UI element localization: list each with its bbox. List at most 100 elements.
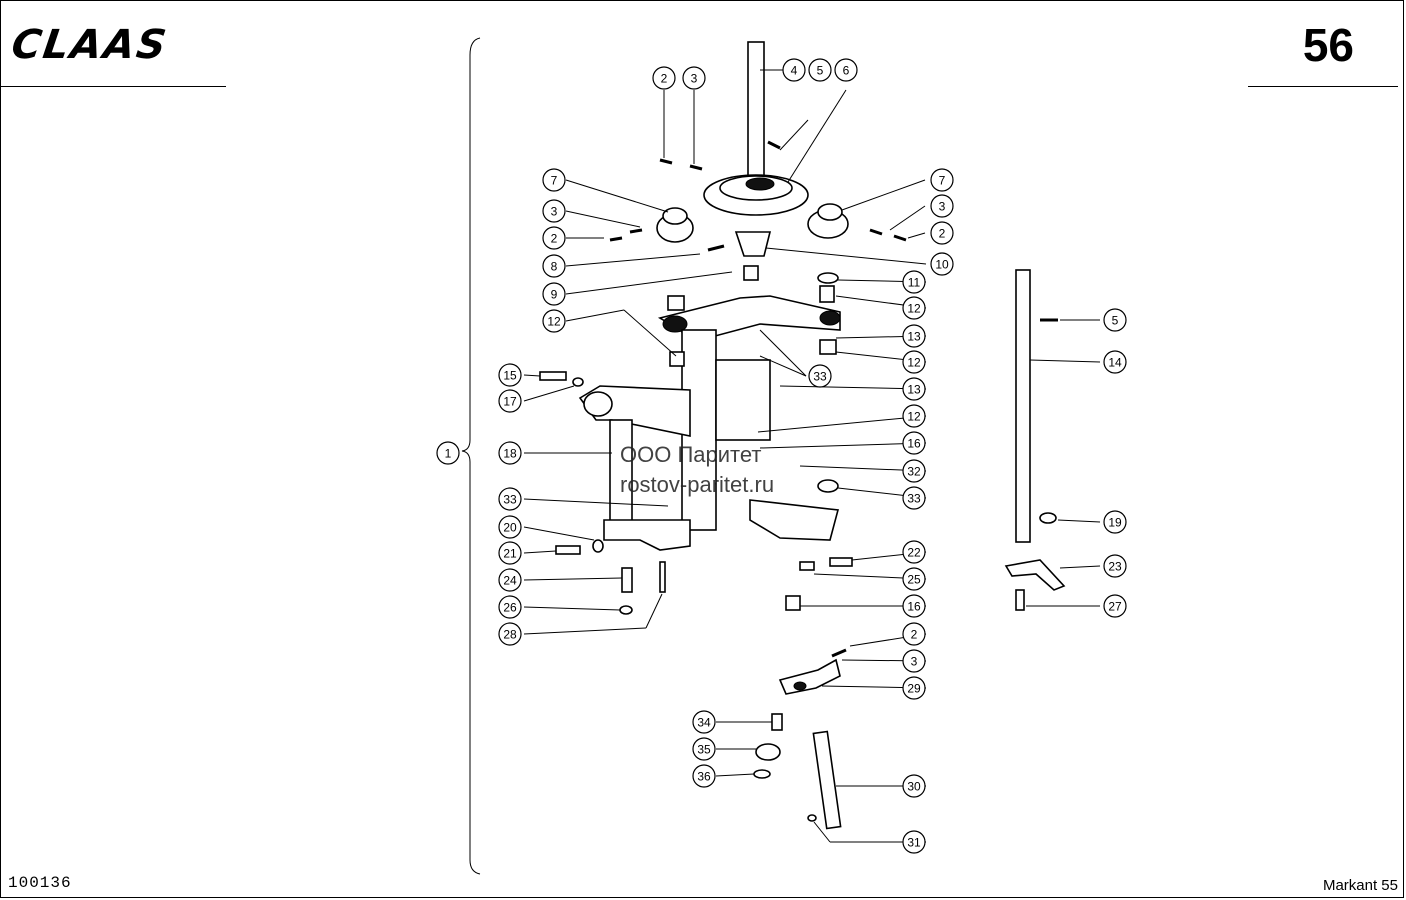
callout-label: 7 xyxy=(939,174,946,188)
pin-30 xyxy=(812,730,842,830)
callout-label: 16 xyxy=(907,437,921,451)
callout-13: 13 xyxy=(902,377,926,401)
callout-label: 11 xyxy=(908,276,921,290)
screw-34 xyxy=(771,713,783,731)
bushing-12-mid xyxy=(669,351,685,367)
callout-label: 35 xyxy=(697,743,711,757)
callout-label: 25 xyxy=(907,573,921,587)
callout-label: 2 xyxy=(661,72,668,86)
callout-34: 34 xyxy=(692,710,716,734)
washer-11 xyxy=(817,272,839,284)
callout-label: 28 xyxy=(503,628,517,642)
callout-label: 7 xyxy=(551,174,558,188)
cam-23 xyxy=(1004,559,1066,591)
callout-33: 33 xyxy=(808,364,832,388)
callout-label: 1 xyxy=(445,447,452,461)
callout-label: 2 xyxy=(551,232,558,246)
callout-24: 24 xyxy=(498,568,522,592)
watermark-line-2: rostov-paritet.ru xyxy=(620,472,775,497)
page-number: 56 xyxy=(1302,19,1354,71)
callout-7: 7 xyxy=(542,168,566,192)
clip-19 xyxy=(1039,512,1057,524)
bolt-22 xyxy=(829,557,853,567)
bushing-12-left xyxy=(667,295,685,311)
callout-19: 19 xyxy=(1103,510,1127,534)
washer-33 xyxy=(817,479,839,493)
callout-18: 18 xyxy=(498,441,522,465)
callout-17: 17 xyxy=(498,389,522,413)
callout-12: 12 xyxy=(902,350,926,374)
callout-2: 2 xyxy=(930,221,954,245)
callout-10: 10 xyxy=(930,252,954,276)
header-rule-right xyxy=(1248,86,1398,87)
callout-label: 32 xyxy=(907,465,921,479)
bolt-21 xyxy=(555,545,581,555)
callout-label: 14 xyxy=(1108,356,1122,370)
callout-5: 5 xyxy=(1103,308,1127,332)
washer-17 xyxy=(572,377,584,387)
callout-23: 23 xyxy=(1103,554,1127,578)
header-rule-left xyxy=(0,86,226,87)
sprocket-7-left xyxy=(656,207,694,243)
callout-label: 22 xyxy=(907,546,921,560)
bushing-16 xyxy=(785,595,801,611)
callout-5: 5 xyxy=(808,58,832,82)
callout-9: 9 xyxy=(542,282,566,306)
shaft-14 xyxy=(1015,269,1031,543)
callout-label: 15 xyxy=(503,369,517,383)
callout-label: 27 xyxy=(1108,600,1122,614)
clip-36 xyxy=(753,769,771,779)
callout-label: 3 xyxy=(691,72,698,86)
callout-label: 2 xyxy=(911,628,918,642)
callout-14: 14 xyxy=(1103,350,1127,374)
callout-label: 4 xyxy=(791,64,798,78)
assembly-bracket xyxy=(461,37,481,875)
callout-32: 32 xyxy=(902,459,926,483)
callout-25: 25 xyxy=(902,567,926,591)
callout-2: 2 xyxy=(542,226,566,250)
callout-30: 30 xyxy=(902,774,926,798)
callout-36: 36 xyxy=(692,764,716,788)
callout-2: 2 xyxy=(652,66,676,90)
callout-label: 18 xyxy=(503,447,517,461)
callout-label: 30 xyxy=(907,780,921,794)
callout-21: 21 xyxy=(498,541,522,565)
callout-label: 26 xyxy=(503,601,517,615)
callout-label: 10 xyxy=(935,258,949,272)
callout-label: 19 xyxy=(1108,516,1122,530)
callout-2: 2 xyxy=(902,622,926,646)
callout-label: 17 xyxy=(503,395,517,409)
callout-15: 15 xyxy=(498,363,522,387)
callout-3: 3 xyxy=(902,649,926,673)
callout-label: 33 xyxy=(907,492,921,506)
callout-label: 12 xyxy=(907,302,921,316)
watermark: ООО Паритет rostov-paritet.ru xyxy=(620,440,774,500)
stud-28 xyxy=(659,561,666,593)
bolt-15 xyxy=(539,371,567,381)
callout-26: 26 xyxy=(498,595,522,619)
callout-8: 8 xyxy=(542,254,566,278)
callout-3: 3 xyxy=(682,66,706,90)
callout-label: 21 xyxy=(503,547,517,561)
callout-7: 7 xyxy=(930,168,954,192)
callout-label: 3 xyxy=(939,200,946,214)
callout-6: 6 xyxy=(834,58,858,82)
callout-13: 13 xyxy=(902,324,926,348)
callout-label: 29 xyxy=(907,682,921,696)
callout-label: 20 xyxy=(503,521,517,535)
callout-label: 33 xyxy=(813,370,827,384)
pin-31 xyxy=(807,814,817,822)
roller-35 xyxy=(755,743,781,761)
callout-1: 1 xyxy=(436,441,460,465)
document-id: 100136 xyxy=(8,874,72,892)
sprocket-7-right xyxy=(807,203,849,239)
callout-22: 22 xyxy=(902,540,926,564)
callout-label: 12 xyxy=(907,410,921,424)
callout-20: 20 xyxy=(498,515,522,539)
callout-28: 28 xyxy=(498,622,522,646)
callout-31: 31 xyxy=(902,830,926,854)
callout-label: 9 xyxy=(551,288,558,302)
callout-12: 12 xyxy=(542,309,566,333)
